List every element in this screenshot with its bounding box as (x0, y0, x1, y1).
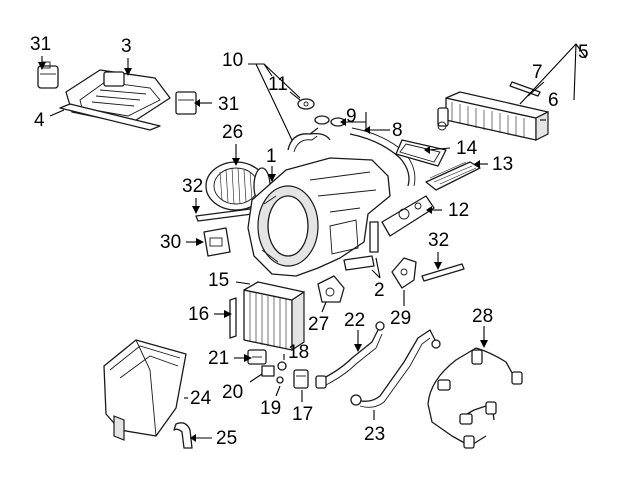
callout-18: 18 (288, 342, 309, 363)
callout-27: 27 (308, 314, 329, 335)
callout-32-right: 32 (428, 230, 449, 251)
callout-14: 14 (456, 138, 478, 159)
part-30-resistor (203, 227, 231, 257)
leader-lines (38, 43, 587, 442)
part-2-pieces (343, 221, 379, 271)
part-25-drain-hose (173, 422, 193, 449)
callout-6: 6 (548, 90, 559, 111)
part-6-heater-core (437, 91, 549, 141)
part-12-actuator (381, 195, 435, 237)
part-10-hose (287, 127, 331, 153)
part-21-expansion-valve (247, 349, 267, 365)
part-29-bracket (391, 257, 417, 289)
callout-26: 26 (222, 122, 243, 143)
callout-25: 25 (216, 428, 237, 449)
part-11-connector (297, 98, 315, 110)
callout-20: 20 (222, 382, 243, 403)
part-9-connector (314, 115, 346, 127)
part-18-oring (277, 361, 287, 371)
part-16-seal-strip (229, 297, 237, 339)
callout-5: 5 (578, 42, 589, 63)
callout-13: 13 (492, 154, 513, 175)
callout-23: 23 (364, 424, 385, 445)
callout-24: 24 (190, 388, 212, 409)
part-22-ac-line (315, 321, 385, 389)
callout-10: 10 (222, 50, 243, 71)
callout-28: 28 (472, 306, 493, 327)
callout-labels: 31 3 4 31 10 11 9 8 5 7 6 14 13 12 26 1 … (30, 34, 589, 449)
part-19-oring (276, 376, 284, 384)
callout-19: 19 (260, 398, 281, 419)
callout-21: 21 (208, 348, 229, 369)
callout-12: 12 (448, 200, 469, 221)
callout-4: 4 (34, 110, 45, 131)
callout-30: 30 (160, 232, 181, 253)
part-13-panel (425, 161, 481, 191)
callout-31-right: 31 (218, 94, 239, 115)
callout-15: 15 (208, 270, 229, 291)
part-27-actuator (317, 275, 345, 303)
callout-16: 16 (188, 304, 209, 325)
part-23-ac-line (350, 329, 441, 408)
callout-9: 9 (346, 106, 357, 127)
callout-22: 22 (344, 310, 365, 331)
callout-17: 17 (292, 404, 313, 425)
callout-32-left: 32 (182, 176, 203, 197)
callout-1: 1 (266, 146, 277, 167)
part-3-4-cover-gasket (59, 69, 171, 131)
part-1-hvac-housing (247, 157, 391, 277)
callout-8: 8 (392, 120, 403, 141)
part-31-sensor-left (37, 61, 59, 89)
part-24-lower-case (103, 339, 187, 441)
part-31-sensor-right (175, 91, 197, 115)
callout-3: 3 (121, 36, 132, 57)
callout-29: 29 (390, 308, 411, 329)
callout-7: 7 (532, 62, 543, 83)
part-15-evaporator (243, 281, 305, 352)
callout-31-left: 31 (30, 34, 51, 55)
callout-11: 11 (268, 74, 288, 95)
part-20-fitting (261, 365, 275, 377)
part-32-strip-right (421, 263, 465, 282)
callout-2: 2 (374, 280, 385, 301)
part-28-wiring-harness (427, 347, 523, 449)
part-17-sensor (293, 369, 309, 389)
